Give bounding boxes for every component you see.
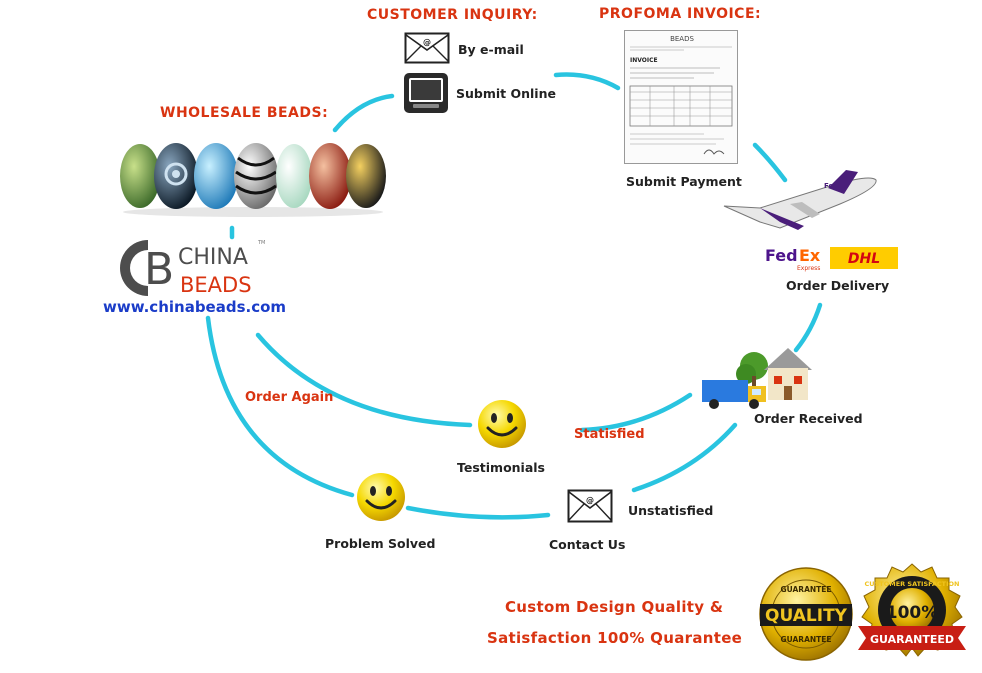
order-received-label: Order Received: [754, 411, 863, 426]
arc-solved-to-beads: [205, 315, 355, 498]
beads-photo: [120, 143, 386, 217]
smiley-icon-problem-solved: [357, 473, 405, 521]
fedex-express: Express: [797, 265, 820, 272]
seal1-bottom: GUARANTEE: [780, 635, 831, 644]
airplane-icon: FedEx: [723, 170, 877, 230]
invoice-title: INVOICE: [630, 57, 658, 64]
seal1-quality: QUALITY: [765, 606, 848, 626]
arc-invoice-to-delivery: [752, 142, 788, 183]
order-delivery-label: Order Delivery: [786, 278, 890, 293]
airplane-livery: FedEx: [824, 182, 848, 190]
arc-inquiry-to-invoice: [553, 72, 621, 91]
statisfied-label: Statisfied: [574, 427, 645, 442]
satisfaction-guaranteed-seal: CUSTOMER SATISFACTION 100% GUARANTEED: [858, 563, 966, 657]
guarantee-line-1: Custom Design Quality &: [505, 598, 724, 616]
guarantee-line-2: Satisfaction 100% Quarantee: [487, 629, 743, 647]
email-icon: @: [404, 32, 450, 64]
invoice-document: BEADS INVOICE: [624, 30, 738, 164]
smiley-icon-testimonials: [478, 400, 526, 448]
problem-solved-label: Problem Solved: [325, 536, 436, 551]
truck-house-icon: [702, 348, 812, 409]
wholesale-beads-heading: WHOLESALE BEADS:: [160, 105, 329, 121]
website-url: www.chinabeads.com: [103, 298, 287, 316]
contact-email-icon: @: [567, 489, 613, 523]
fedex-fed: Fed: [765, 246, 798, 265]
svg-text:@: @: [423, 38, 431, 47]
arc-delivery-to-received: [793, 302, 823, 353]
fedex-logo: Fed Ex Express: [765, 246, 821, 272]
svg-text:B: B: [144, 244, 174, 295]
invoice-logo: BEADS: [670, 35, 694, 43]
quality-guarantee-seal: QUALITY GUARANTEE GUARANTEE: [759, 567, 853, 661]
testimonials-label: Testimonials: [457, 460, 546, 475]
arc-contact-to-solved: [405, 505, 551, 520]
submit-payment-label: Submit Payment: [626, 174, 742, 189]
order-again-label: Order Again: [245, 390, 334, 405]
dhl-logo: DHL: [830, 247, 898, 269]
customer-inquiry-heading: CUSTOMER INQUIRY:: [367, 7, 538, 23]
submit-online-label: Submit Online: [456, 86, 556, 101]
arc-satisfied-to-beads: [255, 332, 473, 428]
brand-name-bottom: BEADS: [180, 273, 252, 297]
computer-icon: [404, 73, 448, 113]
brand-name-top: CHINA: [178, 245, 248, 270]
seal2-percent: 100%: [886, 603, 939, 623]
dhl-text: DHL: [848, 251, 880, 267]
fedex-ex: Ex: [799, 246, 821, 265]
chinabeads-logo: B CHINA BEADS TM: [120, 240, 265, 297]
arc-beads-to-inquiry: [332, 93, 395, 133]
by-email-label: By e-mail: [458, 42, 524, 57]
proforma-invoice-heading: PROFOMA INVOICE:: [599, 6, 762, 22]
arc-received-to-satisfied: [579, 392, 693, 433]
seal1-top: GUARANTEE: [780, 585, 831, 594]
seal2-ring-text: CUSTOMER SATISFACTION: [865, 580, 960, 588]
brand-tm: TM: [257, 240, 265, 246]
seal2-ribbon: GUARANTEED: [870, 633, 954, 646]
svg-text:@: @: [586, 496, 594, 505]
contact-us-label: Contact Us: [549, 537, 626, 552]
unstatisfied-label: Unstatisfied: [628, 503, 714, 518]
arc-received-to-unsatisfied: [631, 422, 738, 493]
